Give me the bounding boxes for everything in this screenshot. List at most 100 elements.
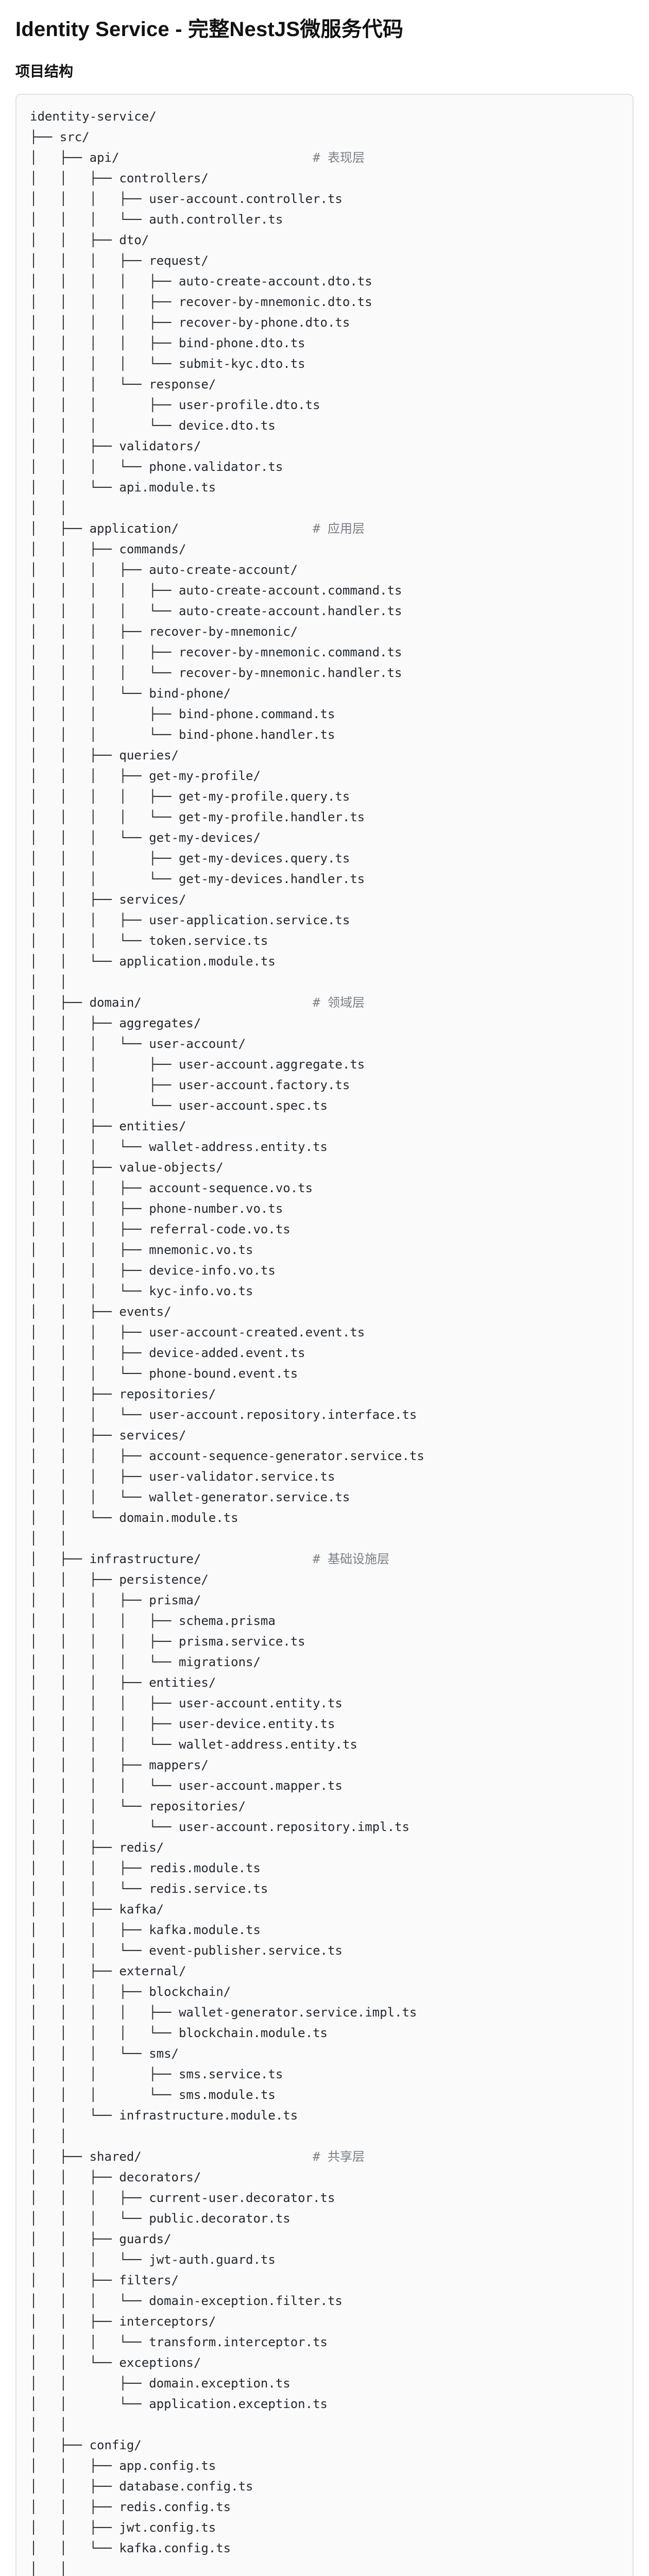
tree-line: │ │ ├── jwt.config.ts <box>30 2517 619 2538</box>
tree-line: │ │ │ ├── referral-code.vo.ts <box>30 1219 619 1240</box>
tree-text: │ │ ├── services/ <box>30 1428 186 1443</box>
tree-text: │ │ │ ├── device-added.event.ts <box>30 1345 305 1360</box>
tree-text: │ │ │ └── bind-phone/ <box>30 686 231 701</box>
tree-text: │ │ └── infrastructure.module.ts <box>30 2108 298 2123</box>
tree-text: │ ├── config/ <box>30 2437 142 2452</box>
tree-text: │ │ │ ├── get-my-profile/ <box>30 768 261 783</box>
document-page: Identity Service - 完整NestJS微服务代码 项目结构 id… <box>15 16 634 2576</box>
tree-text: │ │ ├── dto/ <box>30 232 149 247</box>
tree-line: │ │ └── domain.module.ts <box>30 1507 619 1528</box>
tree-line: │ │ <box>30 2126 619 2146</box>
tree-text: │ │ │ └── user-account.spec.ts <box>30 1098 328 1113</box>
tree-line: │ │ │ └── wallet-generator.service.ts <box>30 1487 619 1507</box>
tree-line: │ │ │ ├── kafka.module.ts <box>30 1920 619 1940</box>
tree-text: │ │ │ │ └── wallet-address.entity.ts <box>30 1737 357 1752</box>
tree-text: │ │ │ ├── device-info.vo.ts <box>30 1263 276 1278</box>
tree-text: │ │ │ └── token.service.ts <box>30 933 268 948</box>
tree-comment: # 领域层 <box>313 995 365 1010</box>
tree-line: │ │ └── kafka.config.ts <box>30 2538 619 2558</box>
tree-line: │ │ ├── value-objects/ <box>30 1157 619 1178</box>
tree-line: │ │ │ │ └── user-account.mapper.ts <box>30 1775 619 1796</box>
tree-line: │ │ ├── queries/ <box>30 745 619 766</box>
tree-line: │ │ ├── guards/ <box>30 2229 619 2249</box>
tree-line: │ │ │ ├── redis.module.ts <box>30 1858 619 1878</box>
tree-line: │ │ │ └── phone.validator.ts <box>30 456 619 477</box>
tree-line: │ │ │ └── bind-phone.handler.ts <box>30 724 619 745</box>
tree-line: │ │ │ ├── account-sequence-generator.ser… <box>30 1446 619 1466</box>
tree-text: │ │ ├── domain.exception.ts <box>30 2376 291 2391</box>
tree-line: │ │ │ │ ├── recover-by-phone.dto.ts <box>30 312 619 333</box>
tree-text: │ │ ├── database.config.ts <box>30 2479 253 2494</box>
tree-text: │ │ │ └── device.dto.ts <box>30 418 276 433</box>
tree-line: │ │ │ │ ├── bind-phone.dto.ts <box>30 333 619 353</box>
tree-line: │ │ │ └── phone-bound.event.ts <box>30 1363 619 1384</box>
tree-line: │ │ ├── events/ <box>30 1301 619 1322</box>
tree-line: │ │ │ ├── phone-number.vo.ts <box>30 1198 619 1219</box>
tree-line: │ │ ├── interceptors/ <box>30 2311 619 2332</box>
tree-line: identity-service/ <box>30 106 619 127</box>
tree-text: │ │ │ │ └── migrations/ <box>30 1654 261 1669</box>
tree-text: │ │ ├── redis/ <box>30 1840 164 1855</box>
tree-text: │ │ │ └── jwt-auth.guard.ts <box>30 2252 276 2267</box>
tree-text: │ │ └── domain.module.ts <box>30 1510 238 1525</box>
tree-text: │ │ │ ├── current-user.decorator.ts <box>30 2190 335 2205</box>
tree-line: │ │ │ │ ├── auto-create-account.command.… <box>30 580 619 601</box>
tree-line: │ ├── infrastructure/ # 基础设施层 <box>30 1549 619 1569</box>
tree-text: │ │ │ ├── user-account.factory.ts <box>30 1077 350 1092</box>
tree-text: │ │ │ │ └── get-my-profile.handler.ts <box>30 809 365 824</box>
tree-text: │ │ │ └── response/ <box>30 377 216 392</box>
tree-text: │ │ │ └── user-account/ <box>30 1036 246 1051</box>
section-heading: 项目结构 <box>15 63 74 79</box>
tree-text: │ │ <box>30 2128 67 2143</box>
tree-line: │ │ <box>30 1528 619 1549</box>
tree-line: │ ├── shared/ # 共享层 <box>30 2146 619 2167</box>
tree-line: │ │ │ │ ├── user-device.entity.ts <box>30 1714 619 1734</box>
tree-line: │ │ │ └── kyc-info.vo.ts <box>30 1281 619 1301</box>
tree-line: │ │ │ ├── recover-by-mnemonic/ <box>30 621 619 642</box>
tree-line: │ │ │ ├── user-application.service.ts <box>30 910 619 930</box>
tree-line: │ │ │ │ ├── recover-by-mnemonic.dto.ts <box>30 292 619 312</box>
tree-text: │ ├── api/ <box>30 150 313 165</box>
tree-text: │ │ │ └── phone.validator.ts <box>30 459 283 474</box>
tree-text: │ │ ├── entities/ <box>30 1118 186 1133</box>
tree-line: │ │ │ ├── device-added.event.ts <box>30 1343 619 1363</box>
tree-text: identity-service/ <box>30 109 157 124</box>
tree-text: │ ├── domain/ <box>30 995 313 1010</box>
tree-line: │ │ │ └── bind-phone/ <box>30 683 619 704</box>
tree-text: │ │ <box>30 2417 67 2432</box>
tree-line: │ │ │ ├── blockchain/ <box>30 1981 619 2002</box>
tree-text: │ │ <box>30 500 67 515</box>
tree-line: │ │ ├── services/ <box>30 889 619 910</box>
tree-text: │ │ │ │ └── blockchain.module.ts <box>30 2025 328 2040</box>
tree-line: │ │ │ │ └── blockchain.module.ts <box>30 2023 619 2043</box>
tree-text: │ │ │ ├── auto-create-account/ <box>30 562 298 577</box>
file-tree: identity-service/├── src/│ ├── api/ # 表现… <box>30 106 619 2576</box>
tree-text: │ │ │ └── transform.interceptor.ts <box>30 2334 328 2349</box>
tree-line: │ │ │ └── auth.controller.ts <box>30 209 619 230</box>
tree-text: │ │ │ ├── request/ <box>30 253 209 268</box>
tree-line: │ │ │ ├── get-my-devices.query.ts <box>30 848 619 869</box>
tree-comment: # 共享层 <box>313 2149 365 2164</box>
tree-line: │ │ └── exceptions/ <box>30 2352 619 2373</box>
tree-text: │ │ │ └── sms/ <box>30 2046 179 2061</box>
tree-text: │ │ │ ├── entities/ <box>30 1675 216 1690</box>
tree-line: │ │ <box>30 2414 619 2435</box>
tree-line: │ │ │ ├── bind-phone.command.ts <box>30 704 619 724</box>
tree-line: │ │ ├── controllers/ <box>30 168 619 189</box>
tree-text: │ │ │ ├── referral-code.vo.ts <box>30 1222 291 1236</box>
tree-text: │ │ │ │ ├── auto-create-account.command.… <box>30 583 402 598</box>
tree-text: │ │ └── exceptions/ <box>30 2355 201 2370</box>
tree-text: │ │ │ ├── user-account.aggregate.ts <box>30 1057 365 1072</box>
tree-text: │ │ ├── queries/ <box>30 748 179 762</box>
tree-text: │ │ │ │ └── user-account.mapper.ts <box>30 1778 343 1793</box>
tree-line: │ │ <box>30 2558 619 2576</box>
tree-text: │ │ │ ├── kafka.module.ts <box>30 1922 261 1937</box>
tree-line: │ │ ├── redis/ <box>30 1837 619 1858</box>
tree-text: │ ├── infrastructure/ <box>30 1551 313 1566</box>
tree-line: │ │ │ └── event-publisher.service.ts <box>30 1940 619 1961</box>
tree-text: │ │ │ └── wallet-generator.service.ts <box>30 1489 350 1504</box>
tree-line: │ │ │ │ └── get-my-profile.handler.ts <box>30 807 619 827</box>
tree-line: │ │ ├── aggregates/ <box>30 1013 619 1033</box>
tree-line: │ │ │ ├── user-account.factory.ts <box>30 1075 619 1095</box>
tree-line: │ │ │ │ └── wallet-address.entity.ts <box>30 1734 619 1755</box>
